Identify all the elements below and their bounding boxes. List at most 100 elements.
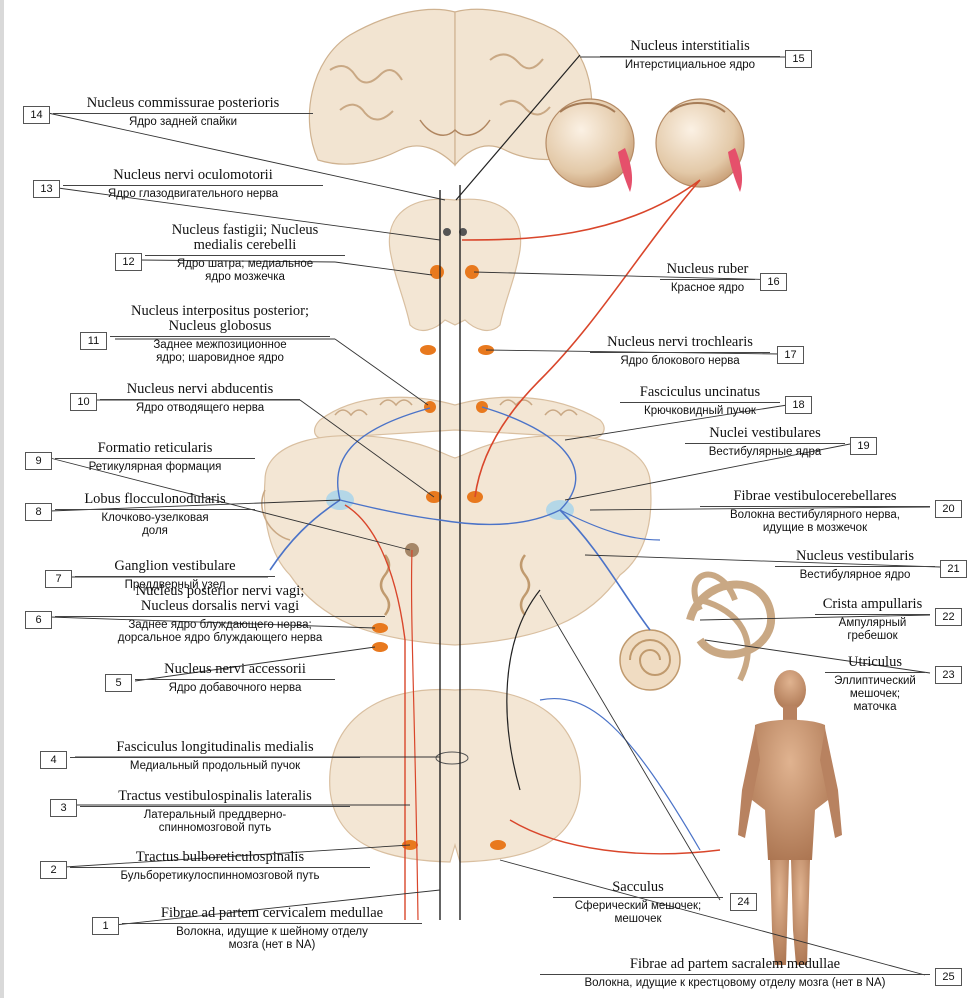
russian-term: Красное ядро <box>660 282 755 295</box>
label-divider <box>553 897 723 898</box>
label-number-12: 12 <box>115 253 142 271</box>
russian-term: спинномозговой путь <box>80 822 350 835</box>
label-number-7: 7 <box>45 570 72 588</box>
label-divider <box>620 402 780 403</box>
label-divider <box>80 806 350 807</box>
russian-term: Ядро глазодвигательного нерва <box>63 188 323 201</box>
russian-term: Преддверный узел <box>75 579 275 592</box>
latin-term: Nucleus nervi trochlearis <box>590 335 770 350</box>
label-number-13: 13 <box>33 180 60 198</box>
label-number-9: 9 <box>25 452 52 470</box>
label-divider <box>825 672 925 673</box>
label-number-22: 22 <box>935 608 962 626</box>
russian-term: идущие в мозжечок <box>700 522 930 535</box>
latin-term: Nucleus interstitialis <box>600 39 780 54</box>
latin-term: Utriculus <box>825 655 925 670</box>
latin-term: Nucleus nervi accessorii <box>135 662 335 677</box>
latin-term: Nucleus globosus <box>110 319 330 334</box>
russian-term: доля <box>55 525 255 538</box>
label-text-6: Nucleus posterior nervi vagi;Nucleus dor… <box>55 584 385 645</box>
latin-term: Nuclei vestibulares <box>685 426 845 441</box>
russian-term: Латеральный преддверно- <box>80 809 350 822</box>
russian-term: Ядро шатра; медиальное <box>145 258 345 271</box>
russian-term: Ядро добавочного нерва <box>135 682 335 695</box>
label-number-15: 15 <box>785 50 812 68</box>
label-divider <box>815 614 930 615</box>
russian-term: Бульборетикулоспинномозговой путь <box>70 870 370 883</box>
russian-term: мешочек <box>553 913 723 926</box>
russian-term: Интерстициальное ядро <box>600 59 780 72</box>
russian-term: ядро; шаровидное ядро <box>110 352 330 365</box>
latin-term: Fibrae ad partem cervicalem medullae <box>122 906 422 921</box>
label-divider <box>685 443 845 444</box>
latin-term: Formatio reticularis <box>55 441 255 456</box>
label-divider <box>53 113 313 114</box>
human-figure <box>738 670 842 965</box>
label-number-24: 24 <box>730 893 757 911</box>
latin-term: Crista ampullaris <box>815 597 930 612</box>
russian-term: Вестибулярное ядро <box>775 569 935 582</box>
label-number-17: 17 <box>777 346 804 364</box>
latin-term: Fibrae ad partem sacralem medullae <box>540 957 930 972</box>
label-number-6: 6 <box>25 611 52 629</box>
trochlear-nuclei <box>420 345 494 355</box>
russian-term: Ядро блокового нерва <box>590 355 770 368</box>
label-text-3: Tractus vestibulospinalis lateralisЛатер… <box>80 789 350 835</box>
russian-term: Ядро отводящего нерва <box>100 402 300 415</box>
russian-term: Сферический мешочек; <box>553 900 723 913</box>
russian-term: Заднее ядро блуждающего нерва; <box>55 619 385 632</box>
label-divider <box>660 279 755 280</box>
label-divider <box>55 458 255 459</box>
label-divider <box>600 56 780 57</box>
latin-term: Nucleus commissurae posterioris <box>53 96 313 111</box>
label-divider <box>700 506 930 507</box>
label-divider <box>100 399 300 400</box>
latin-term: Nucleus interpositus posterior; <box>110 304 330 319</box>
latin-term: Tractus bulboreticulospinalis <box>70 850 370 865</box>
label-divider <box>135 679 335 680</box>
label-text-12: Nucleus fastigii; Nucleusmedialis cerebe… <box>145 223 345 284</box>
russian-term: Волокна, идущие к крестцовому отделу моз… <box>540 977 930 990</box>
label-divider <box>55 616 385 617</box>
russian-term: ядро мозжечка <box>145 271 345 284</box>
label-number-25: 25 <box>935 968 962 986</box>
label-number-16: 16 <box>760 273 787 291</box>
russian-term: дорсальное ядро блуждающего нерва <box>55 632 385 645</box>
label-number-23: 23 <box>935 666 962 684</box>
label-number-8: 8 <box>25 503 52 521</box>
russian-term: Заднее межпозиционное <box>110 339 330 352</box>
latin-term: Ganglion vestibulare <box>75 559 275 574</box>
russian-term: Вестибулярные ядра <box>685 446 845 459</box>
label-divider <box>590 352 770 353</box>
latin-term: Nucleus ruber <box>660 262 755 277</box>
label-text-24: SacculusСферический мешочек;мешочек <box>553 880 723 926</box>
russian-term: Волокна, идущие к шейному отделу <box>122 926 422 939</box>
latin-term: Nucleus nervi oculomotorii <box>63 168 323 183</box>
label-number-19: 19 <box>850 437 877 455</box>
eyeballs <box>546 99 744 192</box>
russian-term: мешочек; <box>825 688 925 701</box>
russian-term: гребешок <box>815 630 930 643</box>
russian-term: Крючковидный пучок <box>620 405 780 418</box>
russian-term: Клочково-узелковая <box>55 512 255 525</box>
label-text-2: Tractus bulboreticulospinalisБульборетик… <box>70 850 370 883</box>
latin-term: Nucleus fastigii; Nucleus <box>145 223 345 238</box>
midbrain-section <box>389 199 520 330</box>
latin-term: Nucleus dorsalis nervi vagi <box>55 599 385 614</box>
label-divider <box>122 923 422 924</box>
label-number-11: 11 <box>80 332 107 350</box>
label-number-1: 1 <box>92 917 119 935</box>
label-divider <box>63 185 323 186</box>
